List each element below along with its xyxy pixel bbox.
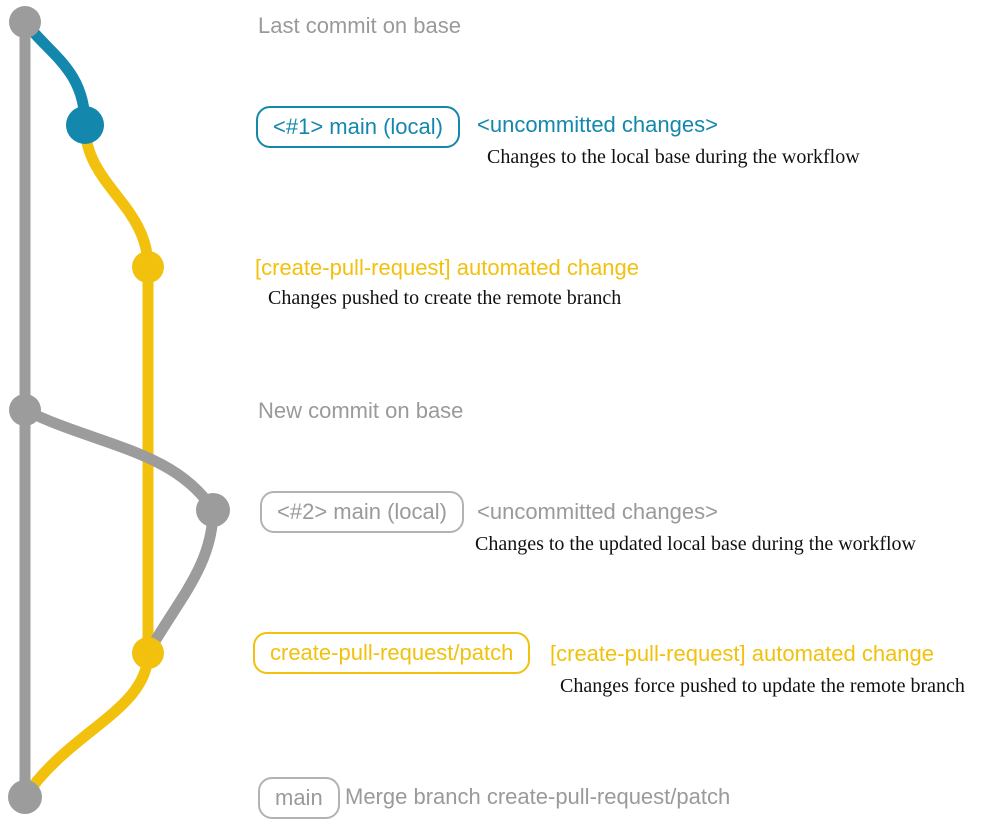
commit-dot-automated-change-1 — [132, 251, 164, 283]
label-last-commit-on-base: Last commit on base — [258, 13, 461, 38]
note-automated-change-2: [create-pull-request] automated change — [550, 641, 935, 666]
note-uncommitted-changes-1: <uncommitted changes> — [477, 112, 718, 137]
commit-dot-local-main-1 — [66, 106, 104, 144]
description-updated-local-base-changes: Changes to the updated local base during… — [475, 533, 916, 555]
description-push-create-remote: Changes pushed to create the remote bran… — [268, 287, 622, 309]
note-automated-change-1: [create-pull-request] automated change — [255, 255, 640, 280]
commit-dot-new-base — [9, 394, 41, 426]
commit-dot-local-main-2 — [196, 493, 230, 527]
note-uncommitted-changes-2: <uncommitted changes> — [477, 499, 718, 524]
branch-line-patch — [79, 119, 154, 659]
description-local-base-changes: Changes to the local base during the wor… — [487, 146, 860, 168]
commit-dot-automated-change-2 — [132, 637, 164, 669]
git-graph — [8, 6, 230, 814]
commit-dot-merge — [8, 780, 42, 814]
branch-line-local-main-2 — [19, 404, 219, 659]
description-force-push-update-remote: Changes force pushed to update the remot… — [560, 675, 965, 697]
branch-badge-main-local-2: <#2> main (local) — [260, 491, 464, 533]
branch-badge-main: main — [258, 777, 340, 819]
branch-badge-main-local-1: <#1> main (local) — [256, 106, 460, 148]
label-new-commit-on-base: New commit on base — [258, 398, 464, 423]
commit-dot-last-base — [9, 6, 41, 38]
branch-badge-create-pull-request-patch: create-pull-request/patch — [253, 632, 531, 674]
branch-line-merge-to-base — [19, 647, 154, 803]
label-merge-branch: Merge branch create-pull-request/patch — [345, 784, 731, 809]
